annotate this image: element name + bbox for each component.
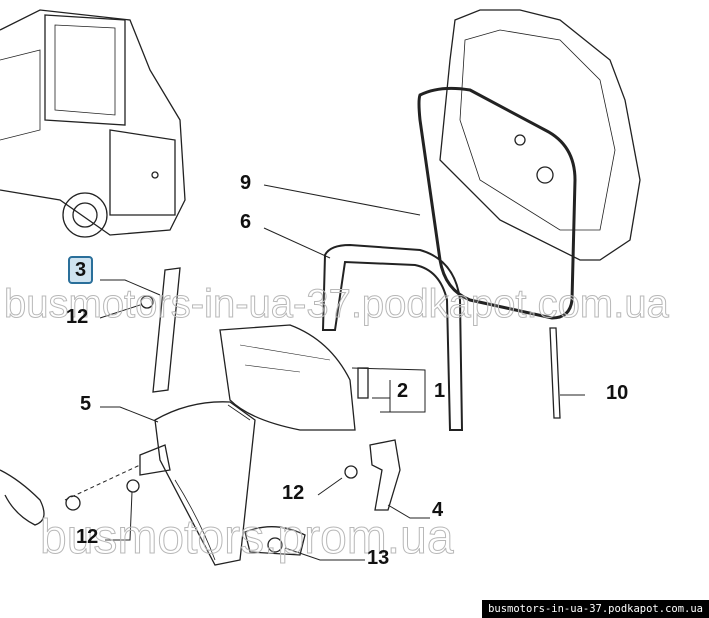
- callout-1: 1: [434, 380, 446, 402]
- callout-2: 2: [397, 380, 409, 402]
- leader-lines: [64, 184, 585, 561]
- callout-6: 6: [240, 211, 252, 233]
- watermark-bottom: busmotors.prom.ua: [40, 511, 455, 565]
- callout-12: 12: [66, 306, 89, 328]
- van-illustration: [0, 9, 186, 238]
- footer-watermark: busmotors-in-ua-37.podkapot.com.ua: [482, 600, 709, 618]
- handle: [0, 469, 45, 526]
- callout-3-highlighted[interactable]: 3: [68, 256, 94, 284]
- bracket: [369, 439, 401, 511]
- grommet: [244, 526, 306, 556]
- door-shell: [439, 9, 641, 261]
- callout-13: 13: [367, 547, 390, 569]
- seal-strip: [549, 327, 561, 419]
- callout-12: 12: [76, 526, 99, 548]
- callout-9: 9: [240, 172, 252, 194]
- callout-12: 12: [282, 482, 305, 504]
- window-frame-seal: [321, 243, 464, 431]
- door-seal: [417, 86, 577, 320]
- callout-4: 4: [432, 499, 444, 521]
- callout-10: 10: [606, 382, 629, 404]
- door-glass: [219, 324, 356, 431]
- window-regulator-rail: [152, 267, 181, 393]
- watermark-top: busmotors-in-ua-37.podkapot.com.ua: [4, 282, 670, 327]
- window-regulator-mechanism: [154, 401, 256, 566]
- glass-guide: [357, 367, 369, 399]
- callout-5: 5: [80, 393, 92, 415]
